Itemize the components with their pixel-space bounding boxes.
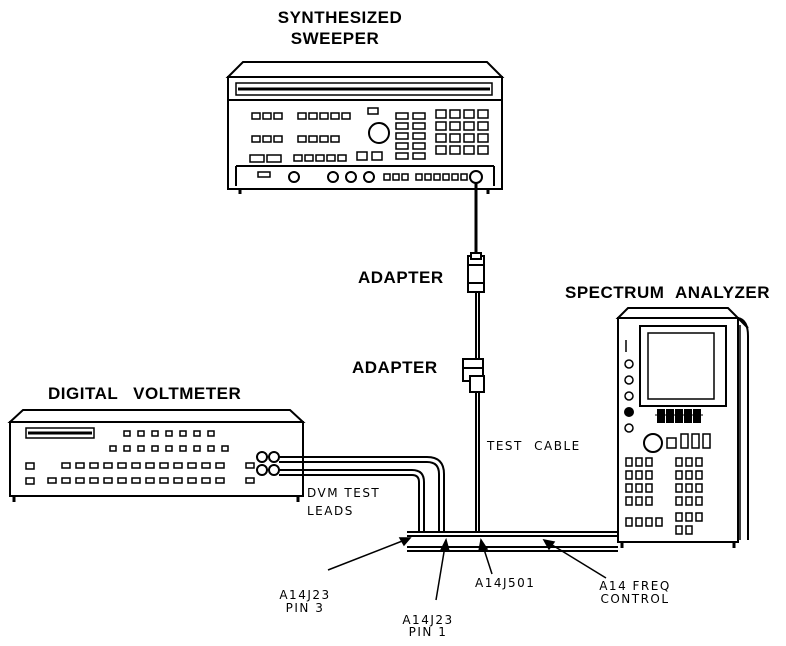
- test-cable-label: TEST CABLE: [487, 439, 581, 453]
- a14j23-pin3-line1: A14J23: [279, 588, 331, 602]
- leader-arrows: [327, 537, 607, 601]
- sweeper-label: SYNTHESIZED SWEEPER: [230, 7, 450, 49]
- test-cable: [474, 183, 480, 532]
- a14j23-pin1-line1: A14J23: [402, 613, 454, 627]
- dvm-test-leads: [279, 456, 445, 532]
- a14-freq-control-line2: CONTROL: [600, 592, 670, 606]
- a14-board-bus: [407, 531, 618, 552]
- digital-voltmeter: [7, 409, 306, 502]
- a14j23-pin1-label: A14J23 PIN 1: [383, 614, 473, 638]
- digital-voltmeter-label: DIGITAL VOLTMETER: [48, 384, 242, 403]
- a14-freq-control-line1: A14 FREQ: [599, 579, 671, 593]
- a14j23-pin3-line2: PIN 3: [285, 601, 325, 615]
- a14j23-pin3-label: A14J23 PIN 3: [260, 589, 350, 615]
- dvm-test-leads-line2: LEADS: [307, 504, 354, 518]
- sweeper-label-line2: SWEEPER: [290, 29, 380, 48]
- adapter-top: [467, 252, 485, 293]
- adapter-bottom-label: ADAPTER: [352, 358, 438, 377]
- synthesized-sweeper: [225, 61, 505, 194]
- a14j501-label: A14J501: [475, 576, 536, 590]
- adapter-bottom: [462, 358, 485, 393]
- a14-freq-control-label: A14 FREQ CONTROL: [580, 580, 690, 606]
- sweeper-label-line1: SYNTHESIZED: [277, 8, 403, 27]
- adapter-top-label: ADAPTER: [358, 268, 444, 287]
- spectrum-analyzer-label: SPECTRUM ANALYZER: [565, 283, 770, 302]
- dvm-test-leads-line1: DVM TEST: [307, 486, 381, 500]
- a14j23-pin1-line2: PIN 1: [408, 625, 448, 639]
- spectrum-analyzer: [615, 307, 749, 548]
- dvm-test-leads-label: DVM TEST LEADS: [307, 484, 380, 520]
